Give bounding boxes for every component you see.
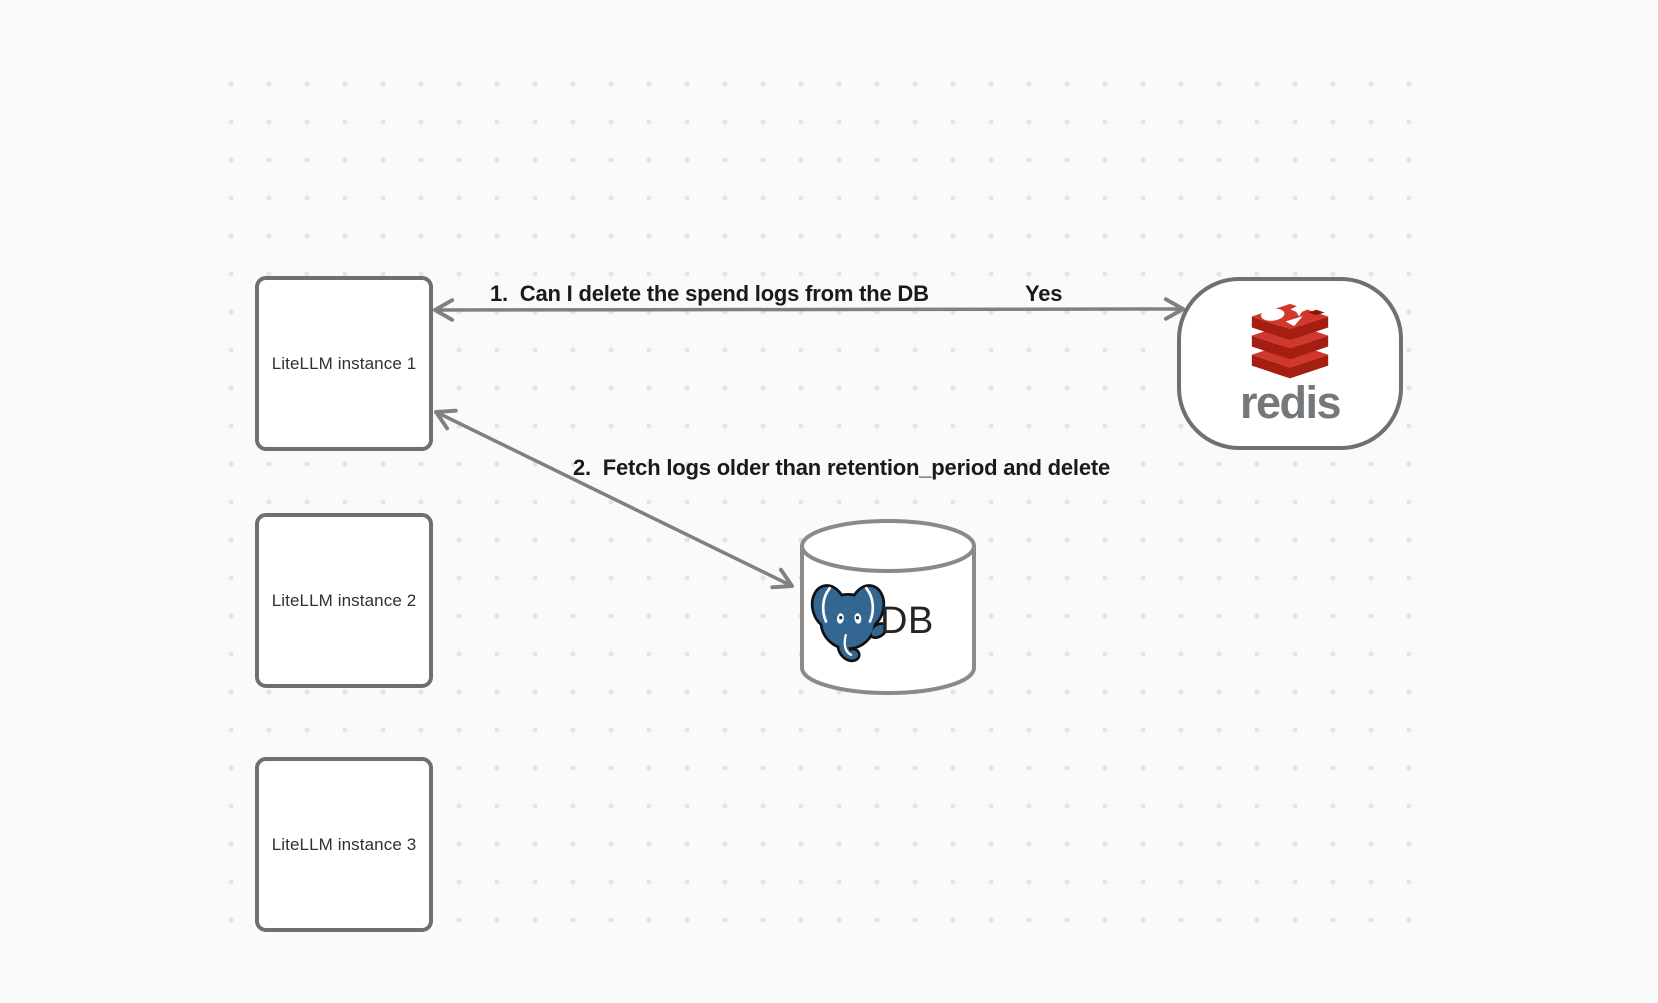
node-litellm-instance-3[interactable]: LiteLLM instance 3: [255, 757, 433, 932]
node-db[interactable]: DB: [798, 517, 978, 697]
db-node-content: DB: [810, 579, 934, 664]
edge-instance1-redis-arrow[interactable]: [433, 297, 1185, 322]
edge-1-label[interactable]: 1. Can I delete the spend logs from the …: [490, 281, 929, 306]
node-litellm-instance-2[interactable]: LiteLLM instance 2: [255, 513, 433, 688]
node-litellm-instance-2-label: LiteLLM instance 2: [271, 590, 417, 610]
node-litellm-instance-1-label: LiteLLM instance 1: [271, 353, 417, 373]
edge-1-response-label[interactable]: Yes: [1025, 281, 1063, 306]
node-litellm-instance-1[interactable]: LiteLLM instance 1: [255, 276, 433, 451]
postgresql-logo-icon: [810, 584, 886, 663]
node-litellm-instance-3-label: LiteLLM instance 3: [271, 834, 417, 854]
node-redis[interactable]: redis: [1177, 277, 1403, 450]
redis-logo-icon: [1251, 302, 1329, 379]
redis-wordmark: redis: [1239, 377, 1342, 428]
db-node-label: DB: [880, 600, 934, 642]
edge-instance1-db-arrow[interactable]: [434, 408, 794, 590]
edge-2-label[interactable]: 2. Fetch logs older than retention_perio…: [573, 455, 1111, 480]
